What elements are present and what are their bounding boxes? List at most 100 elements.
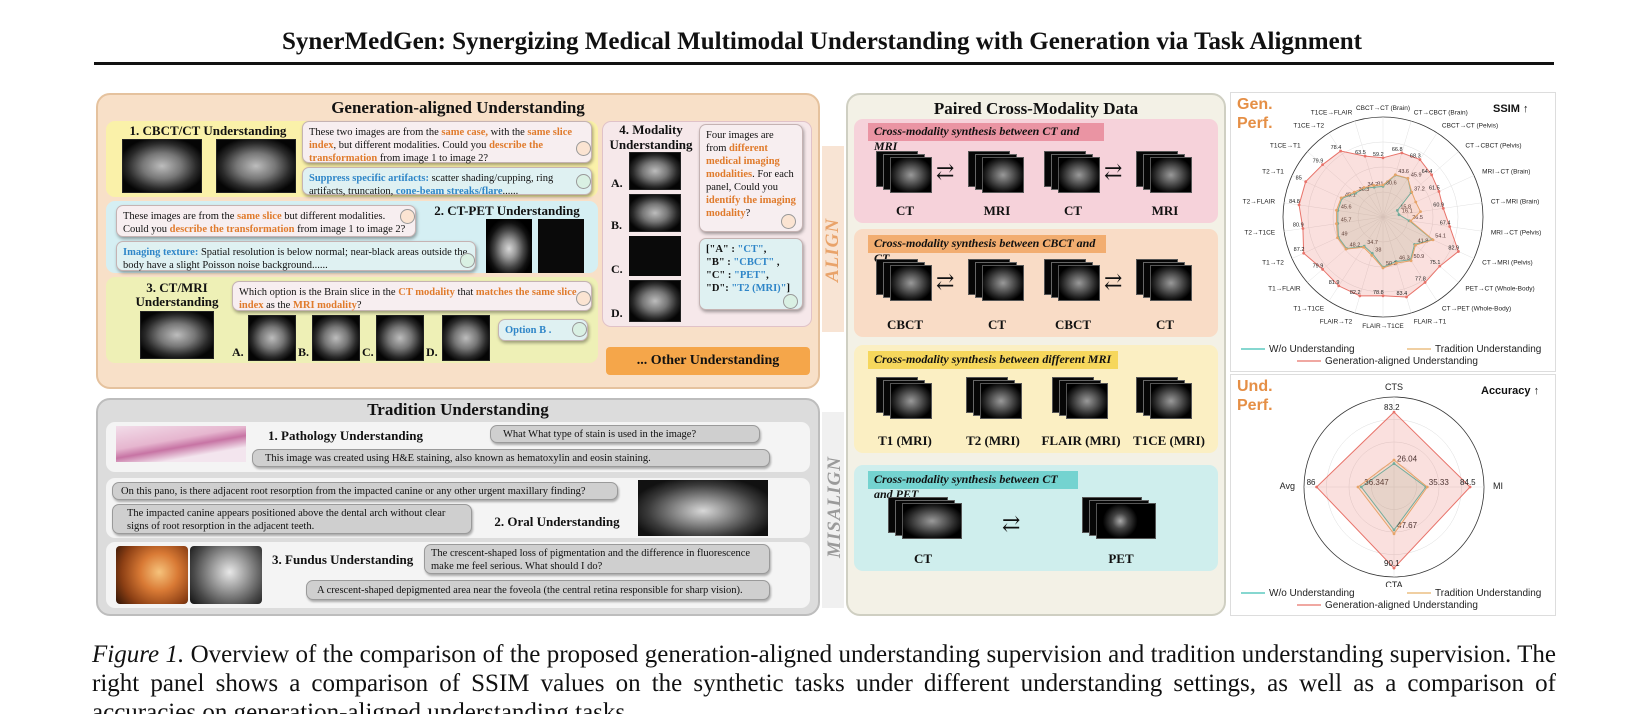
radar-point bbox=[1392, 410, 1396, 414]
radar-point bbox=[1397, 213, 1401, 217]
radar-point bbox=[1362, 186, 1366, 189]
mri-label-1: T2 (MRI) bbox=[966, 433, 1020, 448]
radar-point bbox=[1381, 266, 1385, 270]
oral-label: 2. Oral Understanding bbox=[494, 514, 620, 529]
mri-label-2: FLAIR (MRI) bbox=[1041, 433, 1121, 448]
radar-value-label: 49 bbox=[1341, 231, 1347, 237]
radar-axis-label: FLAIR→T2 bbox=[1320, 319, 1353, 326]
mri-stack-2 bbox=[1136, 151, 1192, 193]
radar-value-label: 77.8 bbox=[1415, 276, 1426, 282]
align-band bbox=[822, 146, 844, 332]
mod-option-b: B. bbox=[611, 218, 623, 232]
cbct-ct-banner: Cross-modality synthesis between CBCT an… bbox=[868, 235, 1106, 265]
ct-mri-label-3: MRI bbox=[1151, 203, 1179, 218]
radar-point bbox=[1414, 200, 1418, 204]
radar-point bbox=[1301, 227, 1305, 230]
radar-point bbox=[1321, 163, 1325, 167]
pathology-answer: This image was created using H&E stainin… bbox=[252, 449, 770, 467]
radar-axis-label: Avg bbox=[1280, 481, 1295, 491]
radar-axis-label: T1CE→T1 bbox=[1270, 143, 1301, 150]
mod-image-b bbox=[629, 194, 681, 232]
t1-stack bbox=[876, 377, 932, 419]
legend-wo-label: W/o Understanding bbox=[1269, 344, 1355, 355]
radar-value-label: 26.5 bbox=[1412, 215, 1423, 221]
radar-point bbox=[1362, 245, 1365, 249]
radar-value-label: 36.347 bbox=[1364, 478, 1389, 487]
radar-axis-label: MI bbox=[1493, 481, 1503, 491]
radar-point bbox=[1409, 219, 1413, 223]
option-c-label: C. bbox=[362, 345, 374, 359]
title-rule bbox=[94, 62, 1554, 65]
assistant-avatar-icon bbox=[783, 294, 798, 309]
radar-value-label: 43.6 bbox=[1398, 169, 1409, 175]
radar-point bbox=[1381, 294, 1385, 298]
radar-value-label: 45.1 bbox=[1345, 192, 1356, 198]
radar-point bbox=[1344, 247, 1348, 251]
radar-value-label: 37.2 bbox=[1414, 187, 1425, 193]
radar-value-label: 82.9 bbox=[1448, 245, 1459, 251]
radar-value-label: 64.4 bbox=[1422, 169, 1433, 175]
mod-option-c: C. bbox=[611, 262, 623, 276]
radar-point bbox=[1430, 173, 1434, 177]
mod-option-d: D. bbox=[611, 306, 623, 320]
radar-spoke bbox=[1291, 175, 1384, 218]
radar-axis-label: CT→CBCT (Pelvis) bbox=[1465, 143, 1521, 150]
radar-point bbox=[1393, 173, 1397, 177]
radar-value-label: 78.4 bbox=[1331, 145, 1342, 151]
ct-stack-pet bbox=[888, 497, 968, 539]
radar-value-label: 82.2 bbox=[1350, 290, 1361, 296]
cbct-stack-2 bbox=[1044, 259, 1100, 301]
radar-value-label: 78.8 bbox=[1373, 290, 1384, 296]
mod-image-d bbox=[629, 280, 681, 322]
ct-mri-label-2: CT bbox=[1063, 203, 1083, 218]
radar-value-label: 46.3 bbox=[1399, 255, 1410, 261]
radar-point bbox=[1392, 532, 1396, 536]
radar-axis-label: CTS bbox=[1385, 382, 1403, 392]
legend-trad-label: Tradition Understanding bbox=[1435, 344, 1541, 355]
radar-value-label: 15.8 bbox=[1400, 204, 1411, 210]
legend-trad-label: Tradition Understanding bbox=[1435, 588, 1541, 599]
option-a-label: A. bbox=[232, 345, 244, 359]
mri-label-3: T1CE (MRI) bbox=[1133, 433, 1205, 448]
radar-axis-label: T1CE→T2 bbox=[1293, 122, 1324, 129]
fundus-answer: A crescent-shaped depigmented area near … bbox=[306, 580, 770, 600]
radar-point bbox=[1304, 180, 1308, 184]
ct-image bbox=[216, 139, 296, 193]
fundus-color-image bbox=[116, 546, 188, 604]
fundus-angiography-image bbox=[190, 546, 262, 604]
paired-panel: Paired Cross-Modality Data Cross-modalit… bbox=[846, 93, 1226, 616]
mod-option-a: A. bbox=[611, 176, 623, 190]
panoramic-xray-image bbox=[638, 480, 768, 536]
ssim-metric-label: SSIM ↑ bbox=[1493, 103, 1529, 115]
option-a-image bbox=[248, 315, 296, 361]
radar-point bbox=[1337, 284, 1341, 288]
radar-point bbox=[1372, 183, 1376, 187]
radar-point bbox=[1425, 485, 1429, 489]
radar-value-label: 54.1 bbox=[1435, 233, 1446, 239]
radar-value-label: 80.9 bbox=[1293, 223, 1304, 229]
radar-axis-label: FLAIR→T1 bbox=[1414, 319, 1447, 326]
radar-point bbox=[1352, 190, 1356, 194]
radar-value-label: 75.1 bbox=[1430, 260, 1441, 266]
radar-point bbox=[1414, 243, 1417, 247]
radar-value-label: 79.9 bbox=[1313, 159, 1324, 165]
ct-mri-group: Cross-modality synthesis between CT and … bbox=[854, 119, 1218, 223]
radar-point bbox=[1335, 222, 1338, 226]
und-legend: W/o Understanding Tradition Understandin… bbox=[1241, 588, 1541, 611]
radar-value-label: 59.2 bbox=[1373, 152, 1384, 158]
radar-value-label: 84.8 bbox=[1289, 199, 1300, 205]
radar-point bbox=[1419, 210, 1422, 214]
radar-axis-label: T2→FLAIR bbox=[1243, 198, 1276, 205]
radar-value-label: 50.2 bbox=[1386, 261, 1397, 267]
assistant-avatar-icon bbox=[460, 253, 475, 268]
radar-point bbox=[1438, 264, 1442, 268]
radar-value-label: 79.9 bbox=[1313, 263, 1324, 269]
flair-stack bbox=[1052, 377, 1108, 419]
gen-aligned-panel: Generation-aligned Understanding 1. CBCT… bbox=[96, 93, 820, 389]
radar-spoke bbox=[1328, 216, 1384, 302]
radar-value-label: 84.5 bbox=[1460, 478, 1476, 487]
ct-pet-group: Cross-modality synthesis between CT and … bbox=[854, 465, 1218, 571]
cbct-ct-block: 1. CBCT/CT Understanding These two image… bbox=[106, 121, 598, 197]
modality-block: 4. Modality Understanding A. B. C. D. Fo… bbox=[602, 121, 812, 327]
oral-block: On this pano, is there adjacent root res… bbox=[106, 478, 810, 538]
